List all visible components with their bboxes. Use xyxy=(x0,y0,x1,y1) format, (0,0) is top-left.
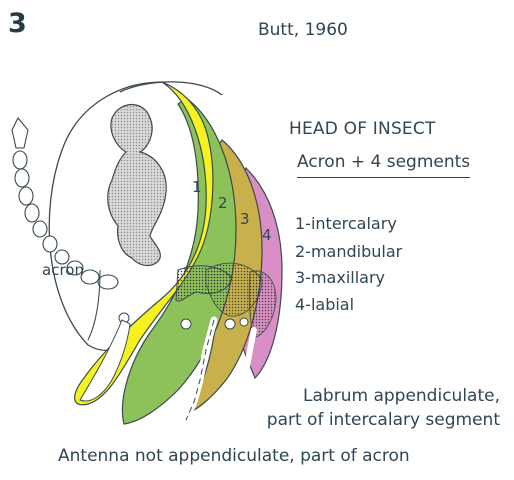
appendage-circle-3 xyxy=(225,319,235,329)
citation: Butt, 1960 xyxy=(258,22,348,39)
labrum-note-line-1: Labrum appendiculate, xyxy=(267,384,500,408)
diagram-title: HEAD OF INSECT xyxy=(289,121,436,138)
segment-number-4: 4 xyxy=(262,226,272,244)
legend-mandibular: 2-mandibular xyxy=(295,244,402,260)
legend-intercalary: 1-intercalary xyxy=(295,216,397,232)
segment-number-1: 1 xyxy=(192,178,202,196)
appendage-circle-4 xyxy=(240,318,248,326)
labrum-note-line-2: part of intercalary segment xyxy=(267,408,500,432)
acron-label: acron xyxy=(42,261,84,279)
segment-number-3: 3 xyxy=(240,210,250,228)
diagram-subtitle: Acron + 4 segments xyxy=(297,154,470,178)
legend-maxillary: 3-maxillary xyxy=(295,270,385,286)
legend-labial: 4-labial xyxy=(295,297,354,313)
segment-number-2: 2 xyxy=(218,194,228,212)
labrum-note: Labrum appendiculate, part of intercalar… xyxy=(267,384,500,432)
appendage-circle-2 xyxy=(181,319,191,329)
antenna-note: Antenna not appendiculate, part of acron xyxy=(58,448,410,465)
figure-number: 3 xyxy=(8,10,27,37)
brain-stipple xyxy=(108,105,166,266)
